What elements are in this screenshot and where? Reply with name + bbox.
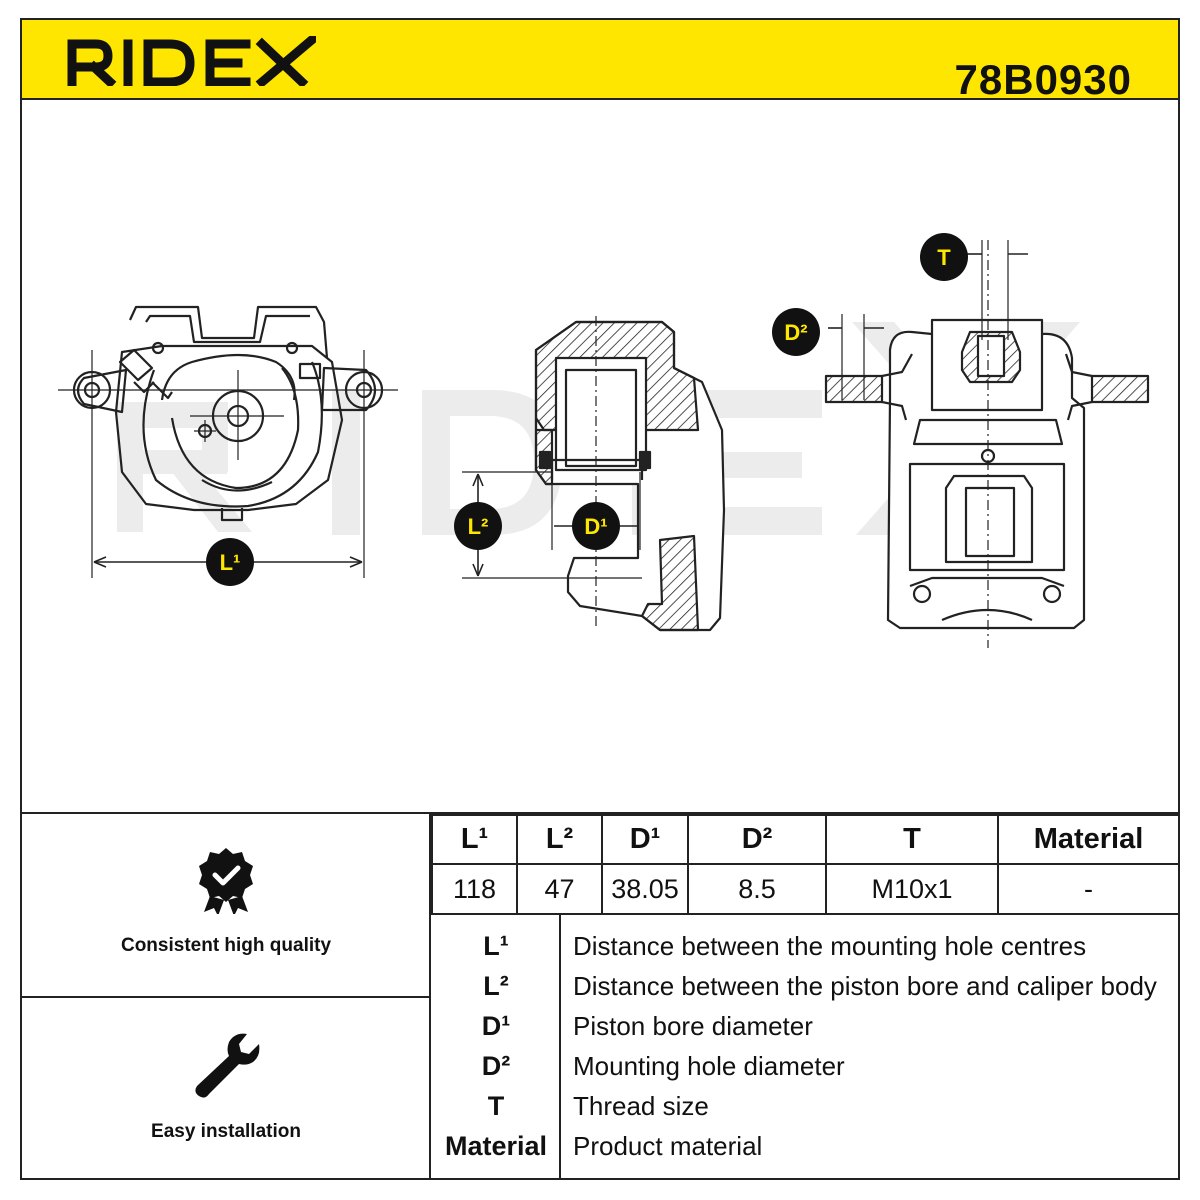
spec-value-d2: 8.5 [687, 863, 827, 915]
ridex-logo [67, 36, 316, 86]
legend-key: T [487, 1091, 505, 1121]
legend-row: Material Product material [431, 1126, 1180, 1166]
legend-row: L² Distance between the piston bore and … [431, 966, 1180, 1006]
svg-text:L²: L² [468, 514, 489, 539]
spec-header-d2: D² [687, 814, 827, 865]
spec-value-material: - [997, 863, 1180, 915]
legend-row: D¹ Piston bore diameter [431, 1006, 1180, 1046]
feature-installation: Easy installation [22, 1030, 430, 1143]
feature-quality: Consistent high quality [22, 846, 430, 957]
legend-desc: Distance between the mounting hole centr… [573, 931, 1087, 961]
spec-value-l1: 118 [431, 863, 518, 915]
spec-header-l2: L² [516, 814, 603, 865]
caliper-front-view [58, 305, 398, 578]
spec-value-l2: 47 [516, 863, 603, 915]
feature-quality-label: Consistent high quality [120, 935, 332, 956]
wrench-icon [195, 1033, 260, 1098]
badge-t: T [920, 233, 968, 281]
quality-badge-icon [199, 848, 253, 916]
spec-value-t: M10x1 [825, 863, 999, 915]
badge-d2: D² [772, 308, 820, 356]
caliper-diagram: L¹ L² D¹ D² T [58, 233, 1150, 648]
svg-text:D²: D² [784, 320, 807, 345]
feature-installation-label: Easy installation [151, 1121, 301, 1142]
sheet-frame [20, 18, 1180, 1180]
legend-desc: Piston bore diameter [573, 1011, 813, 1041]
svg-text:L¹: L¹ [220, 550, 241, 575]
spec-table: L¹ L² D¹ D² T Material 118 47 38.05 8.5 … [431, 814, 1180, 915]
caliper-side-view [824, 240, 1150, 648]
badge-l2: L² [454, 502, 502, 550]
spec-header-d1: D¹ [601, 814, 689, 865]
legend-key: Material [444, 1131, 548, 1161]
spec-header-row: L¹ L² D¹ D² T Material [431, 814, 1180, 865]
legend-row: L¹ Distance between the mounting hole ce… [431, 926, 1180, 966]
spec-header-material: Material [997, 814, 1180, 865]
spec-value-row: 118 47 38.05 8.5 M10x1 - [431, 863, 1180, 915]
svg-text:T: T [937, 245, 951, 270]
spec-header-l1: L¹ [431, 814, 518, 865]
header-bar: 78B0930 [20, 18, 1180, 103]
spec-header-t: T [825, 814, 999, 865]
legend-row: D² Mounting hole diameter [431, 1046, 1180, 1086]
feature-divider [20, 996, 431, 998]
legend-key: D¹ [481, 1011, 511, 1041]
part-number: 78B0930 [954, 56, 1132, 103]
caliper-section-view [462, 316, 726, 632]
legend-key: L² [483, 971, 509, 1001]
legend-divider [559, 914, 561, 1180]
svg-text:D¹: D¹ [584, 514, 607, 539]
spec-value-d1: 38.05 [601, 863, 689, 915]
legend-row: T Thread size [431, 1086, 1180, 1126]
legend-desc: Thread size [573, 1091, 709, 1121]
diagram-divider [20, 812, 1180, 814]
legend-key: L¹ [483, 931, 509, 961]
legend-desc: Mounting hole diameter [573, 1051, 845, 1081]
badge-d1: D¹ [572, 502, 620, 550]
legend-key: D² [481, 1051, 511, 1081]
legend-desc: Distance between the piston bore and cal… [573, 971, 1157, 1001]
badge-l1: L¹ [206, 538, 254, 586]
legend-desc: Product material [573, 1131, 763, 1161]
